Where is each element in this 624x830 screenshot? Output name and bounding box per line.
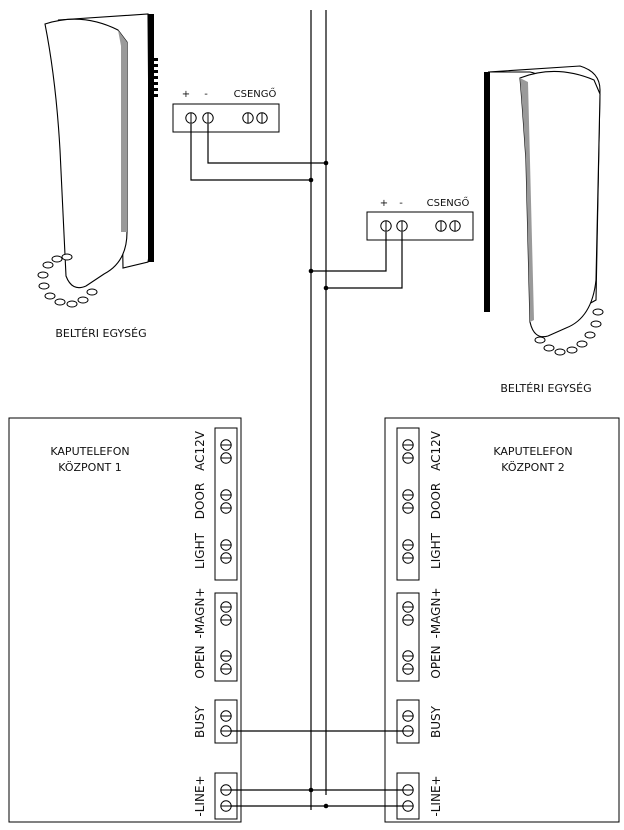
main-bus-wires	[310, 10, 327, 810]
indoor-unit-1-label: BELTÉRI EGYSÉG	[55, 327, 146, 340]
terminal-bell-label: CSENGŐ	[427, 195, 470, 209]
central-unit-2: KAPUTELEFON KÖZPONT 2 AC12V DOOR LIGHT	[384, 417, 620, 823]
terminal-plus-label: +	[380, 198, 388, 209]
indoor-handset-1	[37, 13, 158, 308]
central-1-term-ac12v: AC12V	[193, 430, 207, 471]
terminal-plus-label: +	[182, 89, 190, 100]
central-1-term-door: DOOR	[193, 483, 207, 519]
indoor-terminal-block-2: + - CSENGŐ	[366, 195, 474, 241]
central-2-term-light: LIGHT	[429, 532, 443, 569]
central-1-subtitle: KÖZPONT 1	[58, 461, 122, 474]
central-1-term-magn: -MAGN+	[193, 587, 207, 638]
indoor-terminal-block-1: + - CSENGŐ	[172, 86, 280, 133]
central-2-term-magn: -MAGN+	[429, 587, 443, 638]
central-1-term-open: OPEN	[193, 645, 207, 678]
central-2-title: KAPUTELEFON	[493, 445, 572, 458]
indoor-handset-2	[484, 65, 604, 356]
central-1-term-light: LIGHT	[193, 532, 207, 569]
central-2-term-open: OPEN	[429, 645, 443, 678]
central-2-subtitle: KÖZPONT 2	[501, 461, 565, 474]
line-wires	[231, 787, 403, 809]
indoor-1-wires	[190, 124, 329, 183]
central-2-terminal-blocks	[396, 427, 420, 820]
central-1-term-line: -LINE+	[193, 775, 207, 816]
terminal-bell-label: CSENGŐ	[234, 86, 277, 100]
terminal-minus-label: -	[399, 198, 403, 209]
indoor-unit-2-label: BELTÉRI EGYSÉG	[500, 382, 591, 395]
central-1-title: KAPUTELEFON	[50, 445, 129, 458]
central-unit-1: KAPUTELEFON KÖZPONT 1 AC12V DOOR	[8, 417, 242, 823]
central-2-term-door: DOOR	[429, 483, 443, 519]
central-1-terminal-blocks	[214, 427, 238, 820]
terminal-minus-label: -	[204, 89, 208, 100]
central-2-term-line: -LINE+	[429, 775, 443, 816]
indoor-2-wires	[308, 232, 403, 291]
central-2-term-busy: BUSY	[429, 705, 443, 738]
central-1-term-busy: BUSY	[193, 705, 207, 738]
central-2-term-ac12v: AC12V	[429, 430, 443, 471]
